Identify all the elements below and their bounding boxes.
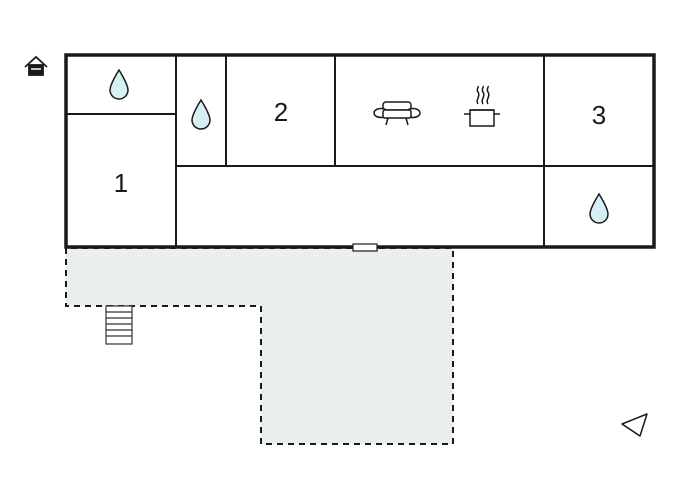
water-drop-icon <box>109 68 129 100</box>
room-label-3: 3 <box>592 100 606 130</box>
orientation-arrow-icon <box>621 413 648 437</box>
water-drop-icon <box>191 98 211 130</box>
room-label-2: 2 <box>274 97 288 127</box>
water-drop-icon <box>589 192 609 224</box>
door <box>352 243 378 252</box>
room-label-1: 1 <box>114 168 128 198</box>
house-entrance-icon <box>24 55 48 76</box>
cooking-pot-icon <box>464 85 500 127</box>
house-outline <box>64 53 656 249</box>
interior-walls <box>66 55 654 247</box>
terrace-area <box>65 247 454 445</box>
stairs-icon <box>105 305 133 345</box>
sofa-icon <box>373 101 421 126</box>
